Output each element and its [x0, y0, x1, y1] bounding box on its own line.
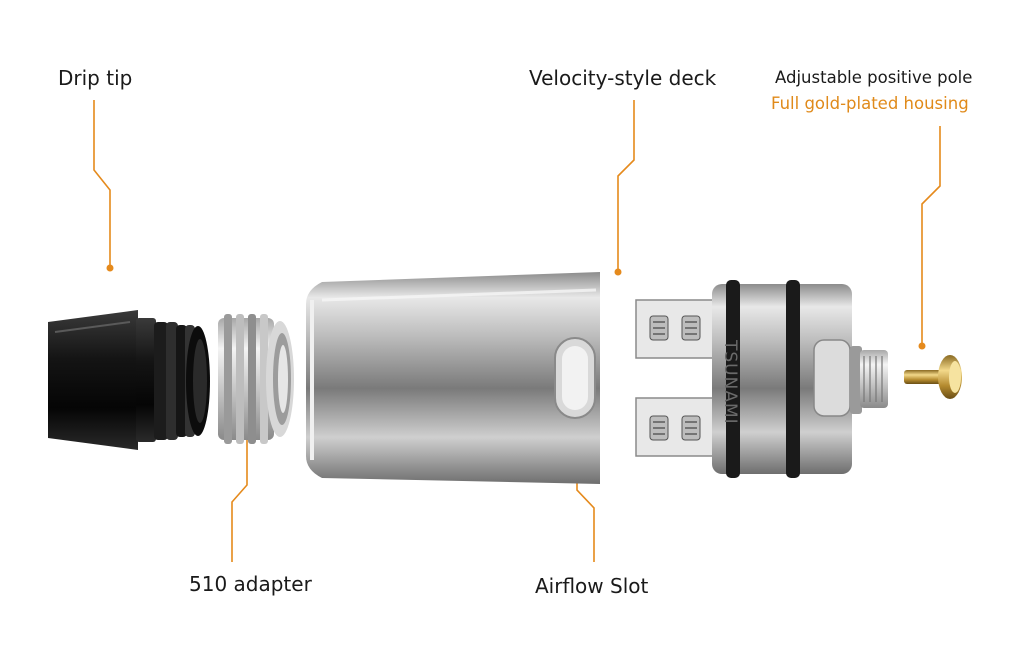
deck-posts-part — [635, 299, 721, 457]
label-510-adapter: 510 adapter — [189, 572, 312, 596]
label-airflow-slot: Airflow Slot — [535, 574, 649, 598]
positive-pole-part — [904, 355, 962, 399]
label-drip-tip: Drip tip — [58, 66, 133, 90]
label-gold-housing: Full gold-plated housing — [771, 94, 969, 113]
drip-tip-part — [48, 310, 210, 450]
label-positive-pole: Adjustable positive pole — [775, 68, 973, 87]
leader-510-adapter — [231, 398, 248, 562]
leader-drip-tip — [93, 100, 111, 268]
leader-positive-pole — [921, 126, 941, 345]
leader-velocity-deck — [617, 100, 635, 272]
adapter-510-part — [218, 314, 294, 444]
label-velocity-deck: Velocity-style deck — [529, 66, 717, 90]
brand-engraving: TSUNAMI — [720, 340, 740, 425]
tank-section-part — [306, 272, 600, 484]
base-part — [712, 280, 888, 478]
